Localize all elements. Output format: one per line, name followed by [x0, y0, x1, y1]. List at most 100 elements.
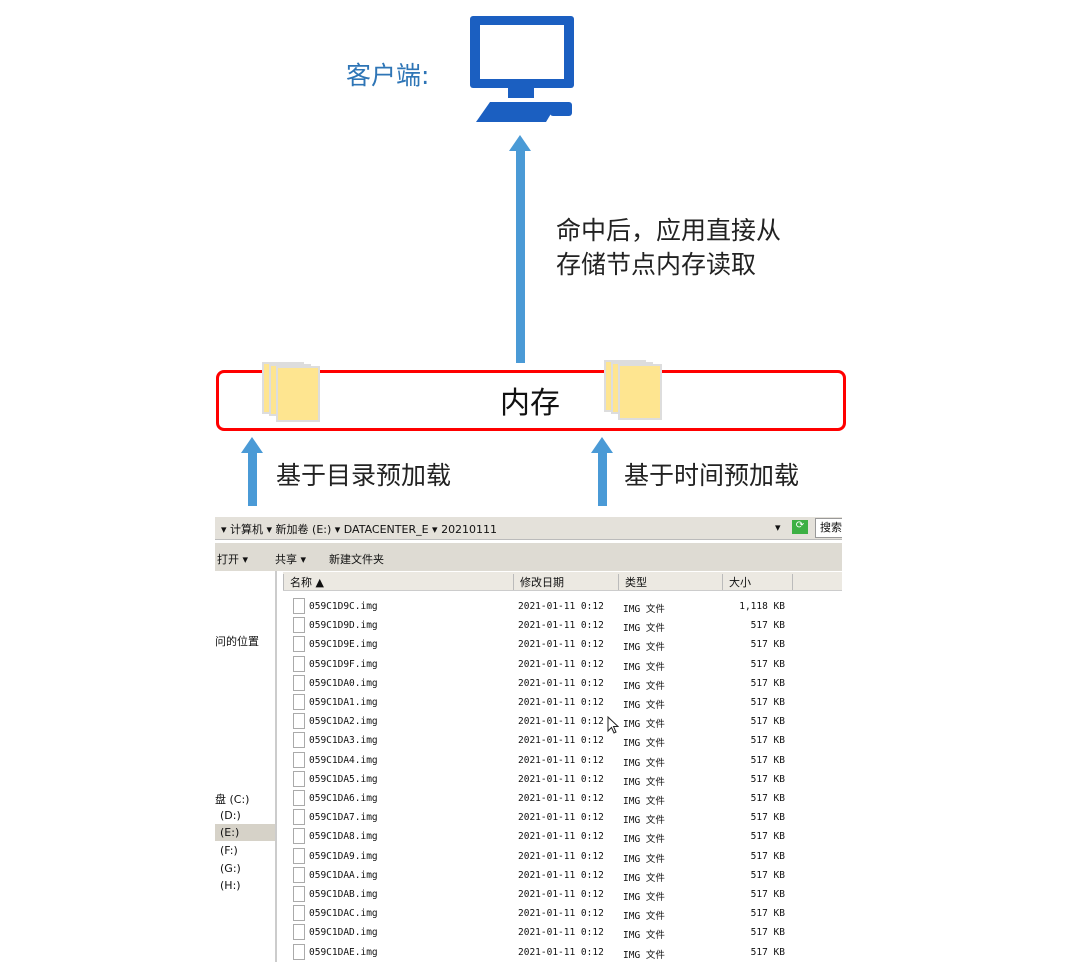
address-bar[interactable]: ▾ 计算机 ▾ 新加卷 (E:) ▾ DATACENTER_E ▾ 202101…: [215, 517, 842, 540]
column-header: 名称 ▲ 修改日期 类型 大小: [283, 572, 842, 591]
nav-drive-c[interactable]: 盘 (C:): [215, 793, 250, 806]
breadcrumb[interactable]: ▾ 计算机 ▾ 新加卷 (E:) ▾ DATACENTER_E ▾ 202101…: [221, 523, 498, 536]
file-date: 2021-01-11 0:12: [518, 927, 604, 939]
file-icon: [293, 809, 305, 826]
file-icon: [293, 828, 305, 845]
hit-line-1: 命中后，应用直接从: [556, 216, 782, 245]
new-folder-button[interactable]: 新建文件夹: [329, 553, 384, 566]
file-type: IMG 文件: [623, 642, 665, 654]
file-type: IMG 文件: [623, 930, 665, 942]
file-size: 517 KB: [750, 831, 785, 843]
file-type: IMG 文件: [623, 949, 665, 961]
file-date: 2021-01-11 0:12: [518, 889, 604, 900]
nav-drive-d[interactable]: (D:): [220, 809, 241, 822]
file-name: 059C1D9C.img: [309, 601, 378, 612]
arrow-time-preload: [598, 452, 607, 506]
file-size: 517 KB: [750, 658, 785, 670]
client-label: 客户端:: [346, 61, 430, 90]
column-type[interactable]: 类型: [618, 574, 722, 590]
arrow-up-head: [241, 437, 263, 453]
file-type: IMG 文件: [623, 757, 665, 769]
file-date: 2021-01-11 0:12: [518, 601, 604, 612]
file-name: 059C1DAC.img: [309, 908, 378, 920]
nav-recent-places[interactable]: 问的位置: [215, 635, 259, 648]
file-icon: [293, 598, 305, 614]
arrow-up-head: [509, 135, 531, 151]
file-icon: [293, 866, 305, 883]
file-size: 517 KB: [750, 677, 785, 689]
file-size: 517 KB: [750, 850, 785, 862]
file-size: 517 KB: [750, 889, 785, 900]
nav-drive-e[interactable]: (E:): [215, 824, 275, 841]
column-size[interactable]: 大小: [722, 574, 793, 590]
nav-drive-f[interactable]: (F:): [220, 844, 238, 857]
file-date: 2021-01-11 0:12: [518, 620, 604, 632]
file-icon: [293, 770, 305, 787]
open-button[interactable]: 打开 ▾: [217, 553, 249, 566]
file-name: 059C1DA9.img: [309, 850, 378, 862]
share-button[interactable]: 共享 ▾: [275, 553, 307, 566]
file-name: 059C1DAA.img: [309, 869, 378, 881]
file-type: IMG 文件: [623, 892, 665, 903]
file-explorer-screenshot: ▾ 计算机 ▾ 新加卷 (E:) ▾ DATACENTER_E ▾ 202101…: [215, 517, 842, 962]
file-name: 059C1DA6.img: [309, 793, 378, 804]
column-name[interactable]: 名称 ▲: [283, 574, 514, 590]
file-type: IMG 文件: [623, 623, 665, 635]
file-type: IMG 文件: [623, 661, 665, 673]
file-date: 2021-01-11 0:12: [518, 639, 604, 651]
file-size: 517 KB: [750, 869, 785, 881]
file-date: 2021-01-11 0:12: [518, 793, 604, 804]
hit-description: 命中后，应用直接从 存储节点内存读取: [556, 214, 781, 282]
file-date: 2021-01-11 0:12: [518, 850, 604, 862]
search-input[interactable]: 搜索: [815, 518, 842, 538]
file-icon: [293, 713, 305, 730]
nav-drive-h[interactable]: (H:): [220, 879, 241, 892]
file-date: 2021-01-11 0:12: [518, 677, 604, 689]
dropdown-arrow-icon[interactable]: ▾: [775, 521, 781, 534]
refresh-icon[interactable]: ⟳: [792, 520, 808, 534]
file-type: IMG 文件: [623, 700, 665, 711]
file-name: 059C1DA4.img: [309, 754, 378, 766]
file-type: IMG 文件: [623, 776, 665, 788]
file-size: 517 KB: [750, 812, 785, 824]
file-type: IMG 文件: [623, 815, 665, 827]
file-size: 517 KB: [750, 773, 785, 785]
file-icon: [293, 905, 305, 922]
file-icon: [293, 886, 305, 902]
file-size: 517 KB: [750, 793, 785, 804]
preload-dir-label: 基于目录预加载: [276, 461, 452, 490]
file-row[interactable]: 059C1D9E.img 2021-01-11 0:12 IMG 文件 517 KB: [283, 635, 842, 654]
column-date[interactable]: 修改日期: [513, 574, 618, 590]
nav-drive-g[interactable]: (G:): [220, 862, 241, 875]
file-size: 517 KB: [750, 908, 785, 920]
file-name: 059C1DA1.img: [309, 697, 378, 708]
file-size: 517 KB: [750, 754, 785, 766]
hit-line-2: 存储节点内存读取: [556, 250, 757, 279]
file-size: 517 KB: [750, 639, 785, 651]
arrow-dir-preload: [248, 452, 257, 506]
file-icon: [293, 847, 305, 864]
file-size: 517 KB: [750, 697, 785, 708]
file-icon: [293, 617, 305, 634]
file-name: 059C1DA3.img: [309, 735, 378, 747]
file-name: 059C1D9E.img: [309, 639, 378, 651]
file-date: 2021-01-11 0:12: [518, 946, 604, 958]
